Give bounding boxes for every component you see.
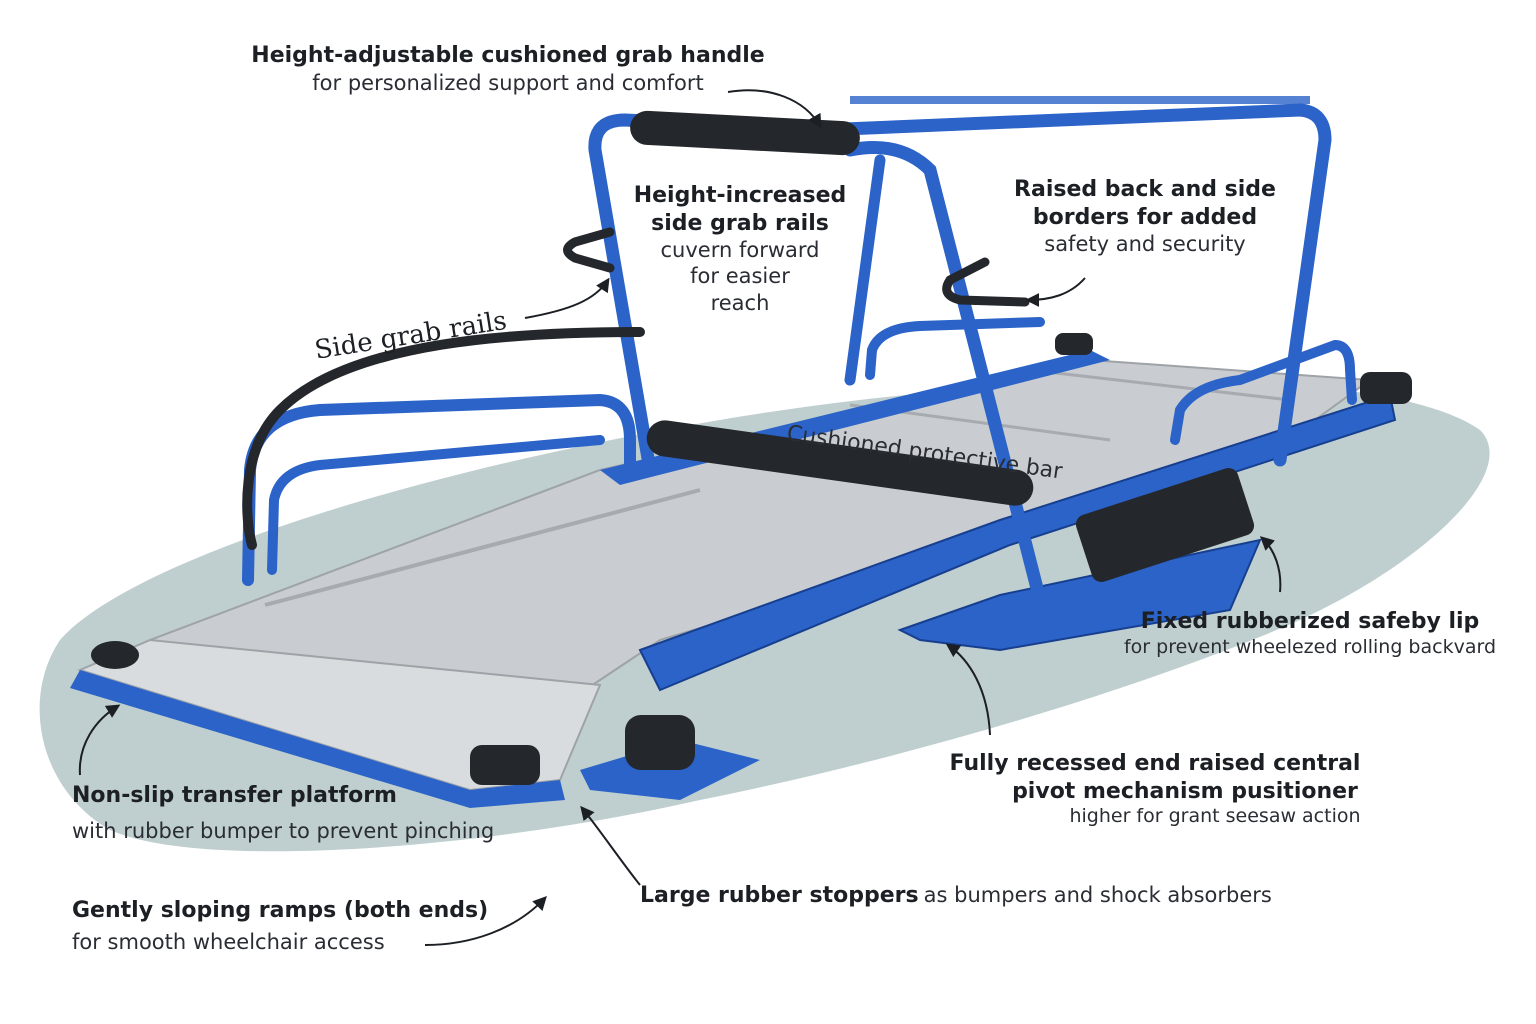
label-platform-sub: with rubber bumper to prevent pinching [72, 818, 495, 843]
label-raised-borders-line2: borders for added [1032, 204, 1258, 230]
label-stoppers-title: Large rubber stoppers [640, 883, 919, 908]
cushioned-grab-handle [630, 110, 860, 156]
label-pivot-line2: pivot mechanism pusitioner [1012, 778, 1358, 804]
label-side-rails-line3: cuvern forward [660, 238, 820, 262]
label-ramps-title: Gently sloping ramps (both ends) [72, 898, 489, 923]
rubber-stopper [625, 715, 695, 770]
arrow-ramps [424, 895, 547, 946]
label-pivot-line1: Fully recessed end raised central [949, 751, 1361, 776]
left-side-grab-handle [563, 227, 615, 273]
side-grab-rail-hose [242, 327, 645, 550]
arrow-platform [78, 704, 121, 776]
label-side-rails-line4: for easier [690, 264, 790, 289]
pivot-base [897, 538, 1262, 652]
label-side-rails-line1: Height-increased [633, 183, 847, 208]
tall-frame-post [844, 154, 886, 386]
rear-side-rail [865, 317, 1045, 380]
rubber-stopper [1360, 372, 1412, 404]
tall-frame-top [813, 103, 1332, 467]
label-side-rails-increased: Height-increased side grab rails cuvern … [620, 182, 860, 316]
tall-frame-inner [843, 141, 1047, 607]
arrow-safety-lip [1259, 536, 1282, 593]
label-stoppers: Large rubber stoppers as bumpers and sho… [640, 882, 1272, 910]
label-pivot: Fully recessed end raised central pivot … [935, 750, 1375, 829]
label-stoppers-sub: as bumpers and shock absorbers [923, 883, 1272, 907]
label-safety-lip: Fixed rubberized safeby lip for prevent … [1105, 608, 1515, 659]
rubber-stopper [91, 641, 139, 669]
rubber-stopper [1055, 333, 1093, 355]
arrow-raised-borders [1025, 277, 1086, 307]
side-beam [638, 393, 1397, 692]
label-side-rails-line5: reach [710, 290, 770, 315]
deck-seam [264, 488, 701, 607]
right-side-grab-handle [942, 257, 1030, 307]
label-safety-lip-sub: for prevent wheelezed rolling backvard [1123, 635, 1497, 658]
front-side-rail-inner [267, 435, 605, 575]
label-platform-title: Non-slip transfer platform [72, 783, 397, 808]
label-raised-borders-line3: safety and security [1044, 232, 1246, 256]
label-side-rails-line2: side grab rails [651, 210, 829, 236]
label-platform: Non-slip transfer platform with rubber b… [72, 782, 494, 844]
label-ramps-sub: for smooth wheelchair access [72, 929, 385, 954]
rear-side-rail-2 [1170, 339, 1357, 445]
rubber-stopper [470, 745, 540, 785]
label-raised-borders: Raised back and side borders for added s… [1000, 176, 1290, 257]
arrow-side-grab-rails [524, 277, 610, 319]
arrow-top-handle [727, 89, 822, 129]
label-ramps: Gently sloping ramps (both ends) for smo… [72, 897, 488, 955]
cushioned-protective-bar [646, 420, 1034, 506]
ramp-edge [70, 670, 565, 808]
arrow-stoppers [580, 805, 641, 886]
label-pivot-line3: higher for grant seesaw action [1069, 805, 1361, 827]
label-safety-lip-title: Fixed rubberized safeby lip [1140, 609, 1480, 634]
rubberized-lip [1075, 468, 1255, 582]
deck-seam [1029, 368, 1291, 402]
label-top-handle-title: Height-adjustable cushioned grab handle [251, 43, 765, 68]
label-raised-borders-line1: Raised back and side [1014, 177, 1276, 202]
label-top-handle-sub: for personalized support and comfort [312, 70, 704, 95]
tall-frame-left [588, 113, 827, 477]
label-top-handle: Height-adjustable cushioned grab handle … [228, 42, 788, 96]
arrow-pivot [945, 643, 991, 736]
